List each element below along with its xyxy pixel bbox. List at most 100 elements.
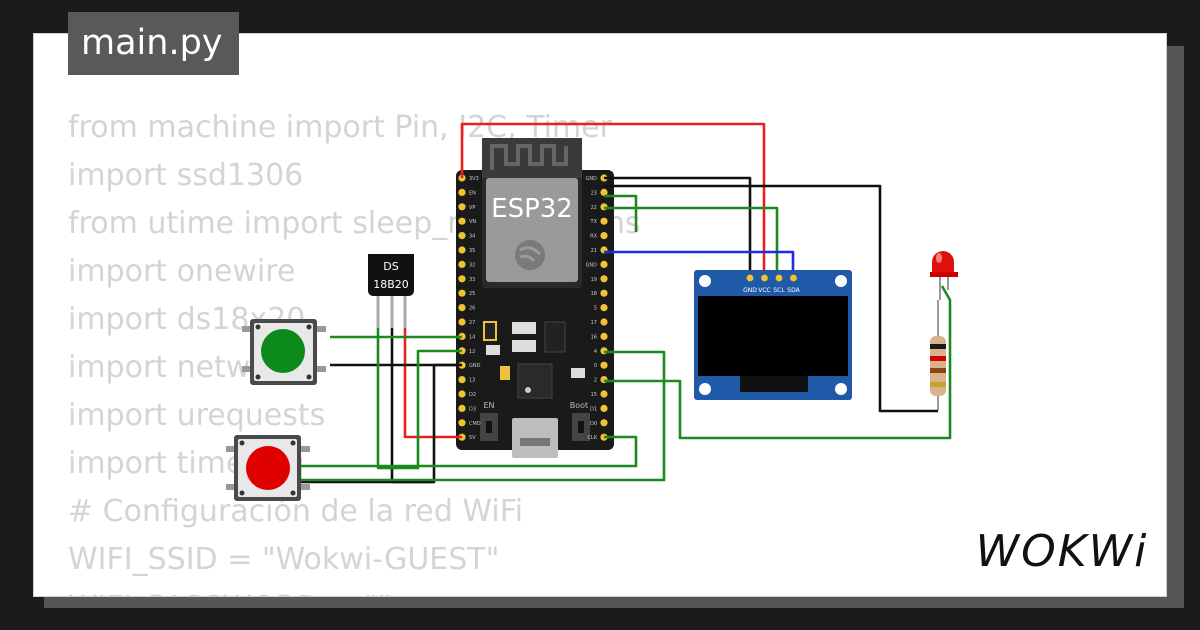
esp32-pin-label: D1 — [590, 406, 597, 412]
esp32-pin-label: 12 — [469, 349, 475, 355]
esp32-pin-label: D3 — [469, 406, 476, 412]
esp32-pin-label: 16 — [591, 334, 597, 340]
esp32-pin-label: 15 — [591, 392, 597, 398]
esp32-pin-label: 13 — [469, 378, 475, 384]
code-line: WIFI_PASSWORD = "" — [68, 584, 641, 596]
esp32-pin-label: 27 — [469, 320, 475, 326]
wire-sda — [604, 250, 795, 275]
esp32-pin-label: D2 — [469, 392, 476, 398]
esp32-pin[interactable] — [600, 318, 608, 326]
ds18b20-label-1: DS — [383, 260, 398, 273]
esp32-pin[interactable] — [458, 260, 466, 268]
esp32-pin-label: 35 — [469, 248, 475, 254]
esp32-pin[interactable] — [600, 419, 608, 427]
oled-screen — [698, 296, 848, 376]
esp32-pin-label: VP — [469, 205, 475, 211]
file-tab[interactable]: main.py — [68, 12, 239, 75]
green-pushbutton[interactable] — [242, 319, 326, 385]
esp32-pin[interactable] — [458, 304, 466, 312]
code-line: # Configuración de la red WiFi — [68, 494, 524, 529]
esp32-pin[interactable] — [600, 332, 608, 340]
code-line: import time — [68, 446, 245, 481]
code-line: import urequests — [68, 398, 326, 433]
esp32-pin-label: VN — [469, 219, 476, 225]
esp32-pin[interactable] — [600, 304, 608, 312]
esp32-pin[interactable] — [458, 203, 466, 211]
esp32-pin[interactable] — [600, 275, 608, 283]
oled-pin[interactable] — [775, 274, 783, 282]
esp32-pin-label: 18 — [591, 291, 597, 297]
esp32-pin-label: 25 — [469, 291, 475, 297]
esp32-pin[interactable] — [458, 232, 466, 240]
espressif-logo-icon — [515, 240, 545, 270]
esp32-pin[interactable] — [458, 275, 466, 283]
oled-pin-label: SCL — [773, 287, 785, 294]
wire-ds-data — [376, 328, 462, 470]
esp32-pin-label: GND — [469, 363, 481, 369]
red-pushbutton[interactable] — [226, 435, 310, 501]
red-led[interactable] — [930, 251, 958, 300]
esp32-pin-label: TX — [590, 219, 598, 225]
boot-label: Boot — [570, 401, 588, 410]
esp32-pin[interactable] — [458, 188, 466, 196]
esp32-pin-label: 14 — [469, 334, 475, 340]
esp32-pin-label: 23 — [591, 190, 597, 196]
wire-gnd-oled — [604, 176, 752, 275]
esp32-pin-label: 0 — [594, 363, 597, 369]
wire-led — [604, 285, 952, 440]
ds18b20-sensor[interactable]: DS 18B20 — [368, 254, 414, 328]
oled-pin[interactable] — [790, 274, 797, 282]
esp32-pin[interactable] — [458, 419, 466, 427]
esp32-pin-label: 4 — [594, 349, 597, 355]
resistor[interactable] — [930, 300, 946, 410]
wokwi-logo[interactable]: WOKWi — [976, 526, 1149, 577]
ds18b20-label-2: 18B20 — [373, 278, 409, 291]
en-label: EN — [483, 401, 494, 410]
esp32-pin-label: 3V3 — [469, 176, 479, 182]
code-line: import onewire — [68, 254, 296, 289]
oled-pin[interactable] — [761, 274, 768, 282]
esp32-pin-label: D0 — [590, 421, 597, 427]
esp32-pin[interactable] — [458, 404, 466, 412]
esp32-pin[interactable] — [600, 361, 608, 369]
esp32-pin[interactable] — [600, 260, 608, 268]
esp32-pin-label: 21 — [591, 248, 597, 254]
esp32-pin[interactable] — [600, 289, 608, 297]
esp32-pin[interactable] — [600, 390, 608, 398]
esp32-pin-label: 2 — [594, 378, 597, 384]
esp32-pin[interactable] — [600, 404, 608, 412]
esp32-pin[interactable] — [458, 246, 466, 254]
esp32-pin-label: 32 — [469, 262, 475, 268]
esp32-pin[interactable] — [458, 217, 466, 225]
esp32-pin-label: CMD — [469, 421, 481, 427]
esp32-pin-label: 5V — [469, 435, 476, 441]
esp32-pin[interactable] — [458, 390, 466, 398]
esp32-pin-label: EN — [469, 190, 476, 196]
esp32-pin-label: 5 — [594, 306, 597, 312]
esp32-pin[interactable] — [458, 376, 466, 384]
oled-pin[interactable] — [746, 274, 754, 282]
esp32-pin[interactable] — [458, 289, 466, 297]
wire-3v3-vcc — [460, 122, 766, 275]
wires — [298, 122, 952, 484]
oled-pin-label: GND — [743, 287, 757, 294]
esp32-pin-label: 33 — [469, 277, 475, 283]
esp32-pin-label: 19 — [591, 277, 597, 283]
esp32-pin-label: 26 — [469, 306, 475, 312]
esp32-pin-label: 17 — [591, 320, 597, 326]
code-line: WIFI_SSID = "Wokwi-GUEST" — [68, 542, 500, 577]
esp32-pin[interactable] — [600, 217, 608, 225]
wire-btn2 — [300, 435, 638, 468]
oled-pin-label: SDA — [787, 287, 800, 294]
esp32-pin[interactable] — [600, 232, 608, 240]
esp32-pin-label: RX — [590, 234, 597, 240]
esp32-pin[interactable] — [600, 188, 608, 196]
esp32-pin[interactable] — [458, 318, 466, 326]
esp32-board[interactable]: ESP32 EN Boot 3V3ENVPVN34353233252627141… — [456, 138, 614, 458]
esp32-shield — [486, 178, 578, 282]
oled-pin-label: VCC — [758, 287, 770, 294]
esp32-pin-label: GND — [586, 262, 598, 268]
esp32-pin-label: 22 — [591, 205, 597, 211]
